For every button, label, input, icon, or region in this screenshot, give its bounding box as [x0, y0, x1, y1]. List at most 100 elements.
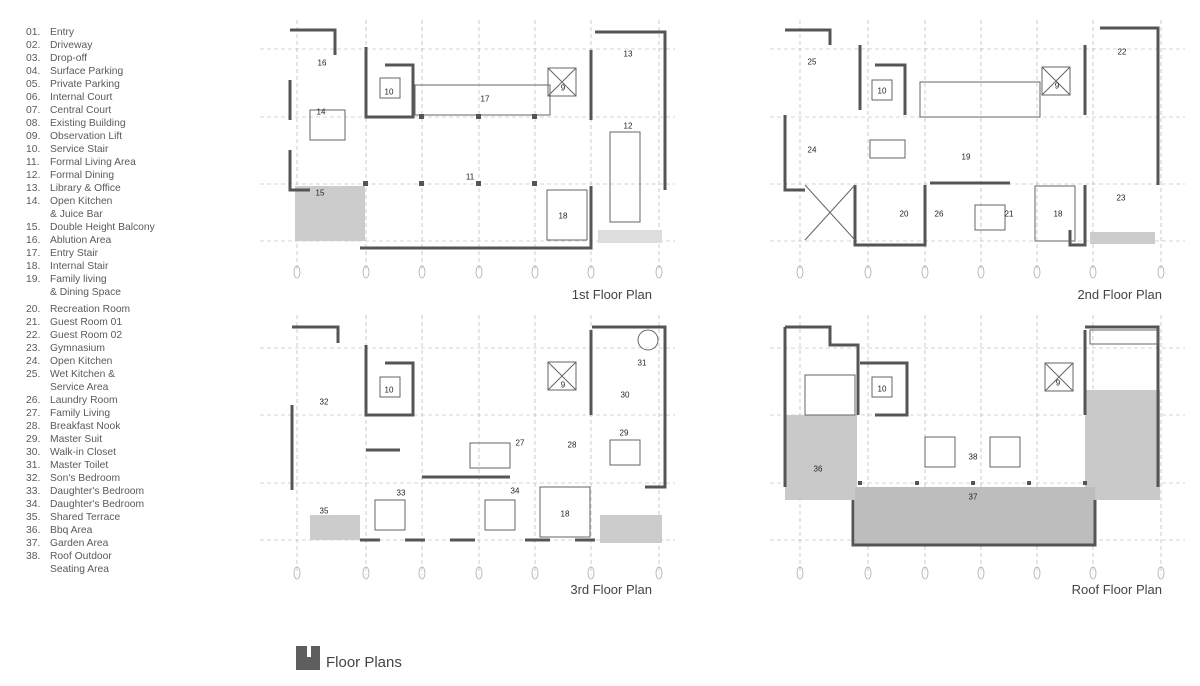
- legend-label: Internal Court: [50, 92, 113, 103]
- legend-item: 32.Son's Bedroom: [26, 472, 155, 485]
- legend-item: 01.Entry: [26, 26, 155, 39]
- room-number-label: 18: [558, 211, 568, 221]
- legend-label: Breakfast Nook: [50, 421, 121, 432]
- legend-item: 09.Observation Lift: [26, 130, 155, 143]
- plan-title: 1st Floor Plan: [571, 287, 652, 302]
- room-number-label: 35: [319, 506, 329, 516]
- legend-label: Drop-off: [50, 53, 88, 64]
- legend-item: 06. Internal Court: [26, 91, 155, 104]
- legend-number: 01.: [26, 27, 41, 38]
- legend-number: 32.: [26, 473, 41, 484]
- legend-number: 18.: [26, 261, 41, 272]
- room-number-label: 38: [968, 452, 978, 462]
- legend-item: 07.Central Court: [26, 104, 155, 117]
- legend-item: 29. Master Suit: [26, 433, 155, 446]
- legend-label: Gymnasium: [50, 343, 105, 354]
- room-number-label: 21: [1004, 209, 1014, 219]
- room-number-label: 23: [1116, 193, 1126, 203]
- legend-number: 14.: [26, 196, 41, 207]
- legend-item: 16. Ablution Area: [26, 234, 155, 247]
- legend-item: 22. Guest Room 02: [26, 329, 155, 342]
- room-number-label: 31: [637, 358, 647, 368]
- legend-label: Formal Dining: [50, 170, 115, 181]
- legend-label: Private Parking: [50, 79, 120, 90]
- room-number-label: 36: [813, 464, 823, 474]
- legend-label: Ablution Area: [50, 235, 112, 246]
- legend-item: 31. Master Toilet: [26, 459, 155, 472]
- legend-label: Driveway: [50, 40, 93, 51]
- room-number-label: 9: [560, 83, 566, 93]
- room-number-label: 12: [623, 121, 633, 131]
- legend-item: 34.Daughter's Bedroom: [26, 498, 155, 511]
- legend-label: Guest Room 01: [50, 317, 123, 328]
- room-number-label: 32: [319, 397, 329, 407]
- legend-item: 27.Family Living: [26, 407, 155, 420]
- legend-label: Roof Outdoor Seating Area: [50, 551, 112, 575]
- legend-label: Master Toilet: [50, 460, 109, 471]
- legend-item: 36.Bbq Area: [26, 524, 155, 537]
- legend-number: 06.: [26, 92, 41, 103]
- legend-number: 13.: [26, 183, 41, 194]
- legend-number: 34.: [26, 499, 41, 510]
- legend-item: 38.Roof Outdoor Seating Area: [26, 550, 155, 576]
- legend-number: 33.: [26, 486, 41, 497]
- legend-number: 29.: [26, 434, 41, 445]
- legend-label: Service Stair: [50, 144, 109, 155]
- legend-label: Open Kitchen & Juice Bar: [50, 196, 113, 220]
- room-number-label: 17: [480, 94, 490, 104]
- legend-number: 22.: [26, 330, 41, 341]
- legend-number: 27.: [26, 408, 41, 419]
- footer-title: Floor Plans: [326, 654, 402, 671]
- room-number-label: 19: [961, 152, 971, 162]
- legend-label: Entry Stair: [50, 248, 99, 259]
- room-number-label: 16: [317, 58, 327, 68]
- room-number-label: 9: [1054, 81, 1060, 91]
- room-number-label: 18: [1053, 209, 1063, 219]
- legend-label: Guest Room 02: [50, 330, 123, 341]
- legend-label: Surface Parking: [50, 66, 124, 77]
- legend-item: 15.Double Height Balcony: [26, 221, 155, 234]
- plan-title: Roof Floor Plan: [1071, 582, 1162, 597]
- legend-label: Shared Terrace: [50, 512, 121, 523]
- room-number-label: 9: [560, 380, 566, 390]
- legend-item: 33.Daughter's Bedroom: [26, 485, 155, 498]
- footer: Floor Plans: [296, 644, 402, 671]
- legend-item: 08.Existing Building: [26, 117, 155, 130]
- legend-item: 13. Library & Office: [26, 182, 155, 195]
- room-number-label: 10: [384, 385, 394, 395]
- room-number-label: 10: [877, 384, 887, 394]
- legend-label: Master Suit: [50, 434, 103, 445]
- legend-label: Walk-in Closet: [50, 447, 116, 458]
- legend-number: 30.: [26, 447, 41, 458]
- legend-item: 26.Laundry Room: [26, 394, 155, 407]
- legend-item: 02.Driveway: [26, 39, 155, 52]
- floor-plan-3-drawing: [260, 315, 675, 580]
- legend-item: 05.Private Parking: [26, 78, 155, 91]
- legend-item: 25.Wet Kitchen & Service Area: [26, 368, 155, 394]
- legend-label: Library & Office: [50, 183, 121, 194]
- legend-number: 08.: [26, 118, 41, 129]
- legend-label: Family living & Dining Space: [50, 274, 121, 298]
- legend-item: 19.Family living & Dining Space: [26, 273, 155, 299]
- legend-number: 09.: [26, 131, 41, 142]
- legend-item: 18. Internal Stair: [26, 260, 155, 273]
- legend-label: Internal Stair: [50, 261, 109, 272]
- legend-number: 35.: [26, 512, 41, 523]
- legend-number: 16.: [26, 235, 41, 246]
- floor-plans-logo-icon: [296, 645, 320, 670]
- floor-plan-1-drawing: [260, 20, 675, 279]
- room-number-label: 34: [510, 486, 520, 496]
- room-number-label: 15: [315, 188, 325, 198]
- legend-item: 17.Entry Stair: [26, 247, 155, 260]
- legend-number: 28.: [26, 421, 41, 432]
- legend-number: 31.: [26, 460, 41, 471]
- legend-item: 23.Gymnasium: [26, 342, 155, 355]
- room-number-label: 22: [1117, 47, 1127, 57]
- legend-number: 37.: [26, 538, 41, 549]
- legend-number: 12.: [26, 170, 41, 181]
